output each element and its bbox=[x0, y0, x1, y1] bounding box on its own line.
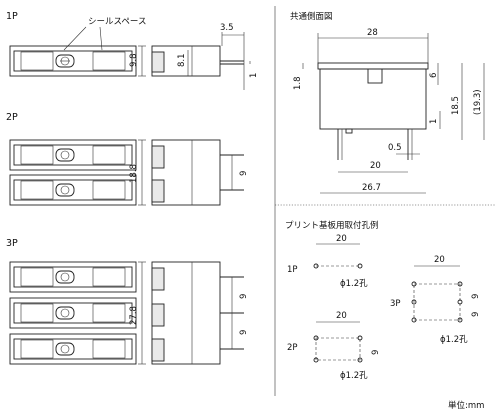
pcb-3p: 3P 20 9 9 ϕ1.2孔 bbox=[390, 255, 481, 345]
dim-18-8: 18.8 bbox=[129, 139, 146, 206]
label-1p: 1P bbox=[6, 11, 18, 22]
dim-9-3p-b: 9 bbox=[239, 330, 249, 335]
dim-28: 28 bbox=[367, 28, 378, 38]
pcb-3p-label: 3P bbox=[390, 299, 401, 309]
label-3p: 3P bbox=[6, 238, 18, 249]
dim-9-2p: 9 bbox=[239, 171, 249, 176]
dim-18-8-text: 18.8 bbox=[129, 164, 139, 183]
dim-9-3p-a: 9 bbox=[239, 294, 249, 299]
dim-18-5: 18.5 bbox=[451, 96, 461, 115]
section-dividers bbox=[274, 6, 495, 396]
module-2p-front bbox=[9, 139, 137, 206]
pcb1-20: 20 bbox=[336, 234, 347, 244]
dim-9-8: 9.8 bbox=[129, 45, 146, 77]
pcb3-9b: 9 bbox=[471, 312, 481, 317]
module-1p-front bbox=[9, 26, 137, 77]
dim-1-a: 1 bbox=[249, 73, 259, 78]
dim-19-3: (19.3) bbox=[473, 89, 483, 115]
module-3p-front bbox=[9, 261, 137, 365]
module-1p-side: 3.5 8.1 1 bbox=[151, 23, 259, 90]
pcb3-20: 20 bbox=[434, 255, 445, 265]
dim-27-8: 27.8 bbox=[129, 261, 146, 365]
pcb-1p: 1P 20 ϕ1.2孔 bbox=[287, 234, 368, 289]
seal-space-label: シールスペース bbox=[88, 17, 146, 27]
common-side-view: 28 1.8 6 18.5 (19.3) 1 0.5 20 26.7 bbox=[293, 28, 485, 194]
dim-27-8-text: 27.8 bbox=[129, 306, 139, 325]
label-2p: 2P bbox=[6, 112, 18, 123]
pcb2-hole: ϕ1.2孔 bbox=[340, 371, 368, 381]
dim-1-b: 1 bbox=[429, 119, 439, 124]
module-2p-side: 9 bbox=[151, 139, 249, 206]
dim-0-5: 0.5 bbox=[388, 143, 402, 153]
pcb-2p: 2P 20 9 ϕ1.2孔 bbox=[287, 311, 381, 381]
dim-8-1: 8.1 bbox=[177, 53, 187, 67]
pcb2-9: 9 bbox=[371, 350, 381, 355]
dim-9-8-text: 9.8 bbox=[129, 53, 139, 67]
dim-26-7: 26.7 bbox=[362, 183, 381, 193]
pcb2-20: 20 bbox=[336, 311, 347, 321]
dim-3-5: 3.5 bbox=[220, 23, 234, 33]
pcb-1p-label: 1P bbox=[287, 265, 298, 275]
dim-6: 6 bbox=[429, 73, 439, 78]
unit-label: 単位:mm bbox=[448, 400, 484, 411]
dim-20-side: 20 bbox=[370, 161, 381, 171]
module-3p-side: 9 9 bbox=[151, 261, 249, 365]
dim-1-8: 1.8 bbox=[293, 76, 303, 90]
pcb3-hole: ϕ1.2孔 bbox=[440, 335, 468, 345]
pcb1-hole: ϕ1.2孔 bbox=[340, 279, 368, 289]
pcb-holes-title: プリント基板用取付孔例 bbox=[285, 220, 379, 231]
pcb3-9a: 9 bbox=[471, 294, 481, 299]
common-side-title: 共通側面図 bbox=[290, 11, 333, 22]
pcb-2p-label: 2P bbox=[287, 343, 298, 353]
